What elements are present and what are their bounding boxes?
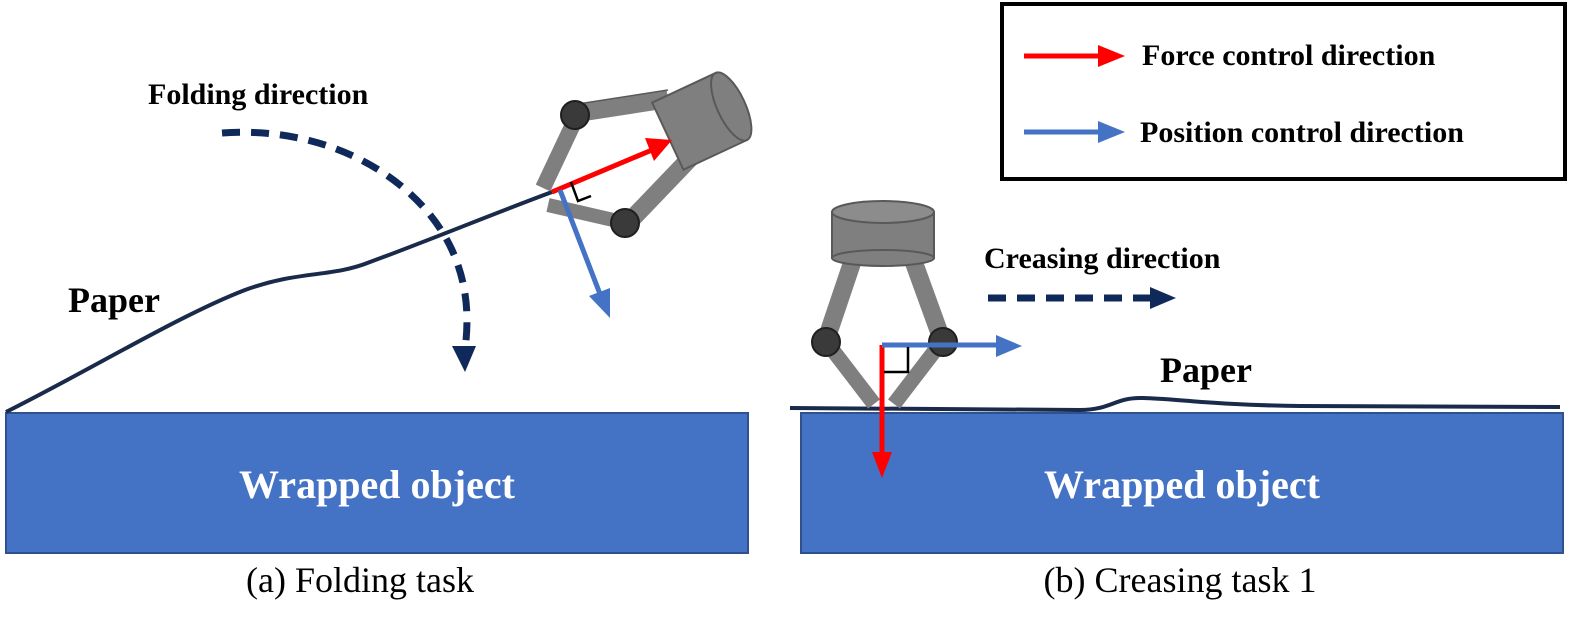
force-arrow-b-head [872, 452, 892, 478]
gripper-b-left-finger [822, 339, 880, 409]
gripper-b-motor [831, 200, 935, 267]
gripper-b-right-arm [904, 256, 951, 344]
force-arrow-a-head [645, 138, 672, 161]
paper-line-a [5, 190, 553, 414]
gripper-a-joint-top [560, 100, 590, 130]
panel-b: Wrapped object Paper Creasing direction [789, 200, 1564, 554]
creasing-direction-arrow-head [1150, 287, 1176, 309]
gripper-a-motor [650, 71, 753, 171]
paper-label-a: Paper [68, 280, 160, 320]
caption-a: (a) Folding task [246, 560, 474, 600]
gripper-b-right-finger [888, 339, 946, 409]
right-angle-marker-b [884, 347, 910, 374]
panel-a: Wrapped object Paper Folding direction [5, 71, 753, 554]
legend-force-arrow-head [1098, 45, 1125, 67]
gripper-a-joint-bottom [610, 208, 640, 238]
wrapped-object-block-b [800, 412, 1564, 554]
gripper-b-joint-right [928, 327, 958, 357]
position-arrow-a [557, 189, 603, 295]
legend-position-label: Position control direction [1140, 116, 1464, 149]
gripper-a-lower-finger [546, 198, 624, 229]
wrapped-object-label-a: Wrapped object [239, 462, 516, 507]
gripper-a [535, 71, 753, 238]
force-arrow-a [551, 147, 653, 195]
wrapped-object-label-b: Wrapped object [1044, 462, 1321, 507]
right-angle-marker-a [569, 181, 592, 203]
creasing-direction-label: Creasing direction [984, 242, 1221, 275]
paper-label-b: Paper [1160, 350, 1252, 390]
position-arrow-a-head [589, 288, 610, 318]
legend-position-arrow-head [1098, 121, 1125, 143]
legend-box [1000, 2, 1567, 181]
legend: Force control direction Position control… [1000, 2, 1567, 181]
gripper-a-upper-arm-outline [577, 89, 669, 105]
gripper-b [811, 200, 958, 409]
caption-b: (b) Creasing task 1 [1044, 560, 1317, 600]
gripper-b-left-arm [817, 257, 862, 343]
paper-line-b [789, 395, 1561, 413]
position-arrow-b-head [996, 335, 1022, 357]
folding-direction-arrow [221, 128, 471, 351]
wrapped-object-block-a [5, 412, 749, 554]
folding-direction-arrow-head [452, 346, 476, 372]
gripper-b-joint-left [811, 327, 841, 357]
legend-force-label: Force control direction [1142, 39, 1436, 72]
folding-direction-label: Folding direction [148, 78, 369, 111]
